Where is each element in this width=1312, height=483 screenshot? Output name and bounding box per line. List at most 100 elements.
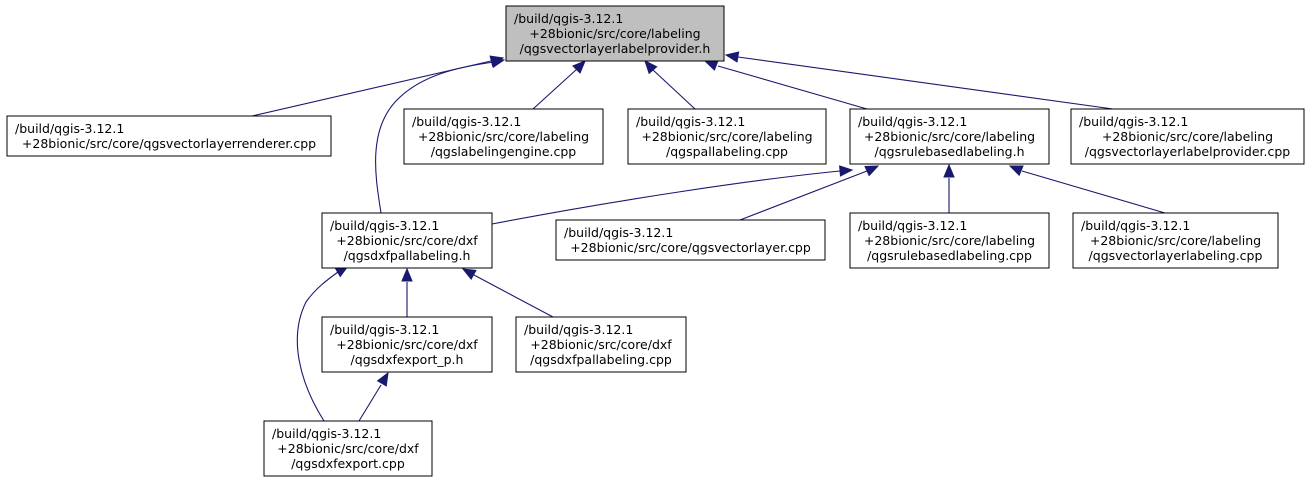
arrowhead (1008, 165, 1024, 177)
node-label-line: /qgsrulebasedlabeling.h (874, 144, 1024, 159)
edge-labelprovider_cpp-to-root (724, 51, 1114, 110)
edge-line (651, 68, 696, 110)
node-label-line: +28bionic/src/core/labeling (641, 129, 812, 144)
nodes-layer: /build/qgis-3.12.1+28bionic/src/core/lab… (6, 5, 1305, 477)
arrowhead (839, 165, 854, 177)
node-label-line: +28bionic/src/core/labeling (864, 129, 1035, 144)
node-label-line: /build/qgis-3.12.1 (858, 114, 967, 129)
arrowhead (724, 51, 740, 63)
arrowhead (864, 165, 880, 177)
node-label-line: /build/qgis-3.12.1 (15, 121, 124, 136)
node-dxfexport_p_h[interactable]: /build/qgis-3.12.1+28bionic/src/core/dxf… (321, 316, 493, 373)
node-label-line: /build/qgis-3.12.1 (564, 225, 673, 240)
node-label-line: /qgsvectorlayerlabelprovider.cpp (1085, 144, 1291, 159)
edge-rulebased_h-to-root (703, 60, 868, 110)
node-label-line: /qgsdxfexport_p.h (351, 352, 464, 367)
node-box (505, 5, 725, 62)
edge-line (296, 271, 339, 422)
node-dxfpallabeling_cpp[interactable]: /build/qgis-3.12.1+28bionic/src/core/dxf… (515, 316, 687, 373)
node-label-line: /build/qgis-3.12.1 (1079, 114, 1188, 129)
edge-dxfpallabeling_cpp-to-dxfpallabeling_h (461, 268, 554, 318)
edge-renderer_cpp-to-root (251, 55, 505, 117)
edge-line (737, 56, 1114, 110)
node-label-line: +28bionic/src/core/qgsvectorlayer.cpp (570, 240, 811, 255)
node-label-line: /build/qgis-3.12.1 (1081, 218, 1190, 233)
node-label-line: +28bionic/src/core/dxf (336, 337, 478, 352)
node-label-line: /build/qgis-3.12.1 (330, 322, 439, 337)
arrowhead (703, 60, 719, 71)
edge-line (473, 274, 554, 318)
node-label-line: /qgsrulebasedlabeling.cpp (867, 248, 1032, 263)
edge-line (1021, 170, 1166, 214)
node-label-line: +28bionic/src/core/dxf (277, 441, 419, 456)
arrowhead (572, 60, 586, 74)
node-label-line: /qgsvectorlayerlabeling.cpp (1089, 248, 1263, 263)
arrowhead (644, 60, 658, 75)
node-box (515, 316, 687, 373)
edge-line (491, 170, 841, 225)
edge-line (532, 68, 578, 110)
edge-rulebased_cpp-to-rulebased_h (943, 163, 955, 213)
edge-labelingengine_cpp-to-root (532, 60, 586, 110)
edge-dxfexport_p_h-to-dxfpallabeling_h (401, 267, 413, 317)
node-rulebased_h[interactable]: /build/qgis-3.12.1+28bionic/src/core/lab… (849, 108, 1050, 165)
node-rulebased_cpp[interactable]: /build/qgis-3.12.1+28bionic/src/core/lab… (849, 212, 1050, 269)
node-renderer_cpp[interactable]: /build/qgis-3.12.1+28bionic/src/core/qgs… (6, 115, 332, 157)
node-box (849, 212, 1050, 269)
node-box (403, 108, 604, 165)
node-label-line: +28bionic/src/core/labeling (864, 233, 1035, 248)
arrowhead (490, 56, 506, 69)
node-label-line: /build/qgis-3.12.1 (636, 114, 745, 129)
node-dxfpallabeling_h[interactable]: /build/qgis-3.12.1+28bionic/src/core/dxf… (321, 212, 493, 269)
edge-line (739, 170, 868, 221)
node-label-line: +28bionic/src/core/labeling (1102, 129, 1273, 144)
node-box (263, 420, 433, 477)
node-box (849, 108, 1050, 165)
node-labelingengine_cpp[interactable]: /build/qgis-3.12.1+28bionic/src/core/lab… (403, 108, 604, 165)
node-label-line: /build/qgis-3.12.1 (272, 426, 381, 441)
node-label-line: /qgsvectorlayerlabelprovider.h (520, 41, 711, 56)
node-labelprovider_cpp[interactable]: /build/qgis-3.12.1+28bionic/src/core/lab… (1070, 108, 1305, 165)
node-label-line: /build/qgis-3.12.1 (330, 218, 439, 233)
node-box (627, 108, 827, 165)
node-label-line: +28bionic/src/core/labeling (418, 129, 589, 144)
node-label-line: /qgsdxfexport.cpp (291, 456, 405, 471)
edges-layer (251, 51, 1166, 422)
edge-vectorlayerlabeling_cpp-to-rulebased_h (1008, 165, 1166, 214)
node-label-line: +28bionic/src/core/labeling (1090, 233, 1261, 248)
node-vectorlayer_cpp[interactable]: /build/qgis-3.12.1+28bionic/src/core/qgs… (555, 219, 826, 261)
edge-line (358, 384, 382, 422)
node-label-line: /build/qgis-3.12.1 (514, 11, 623, 26)
node-box (6, 115, 332, 157)
edge-pallabeling_cpp-to-root (644, 60, 696, 110)
arrowhead (401, 267, 413, 282)
node-label-line: /qgspallabeling.cpp (666, 144, 788, 159)
node-label-line: /build/qgis-3.12.1 (412, 114, 521, 129)
node-label-line: /qgsdxfpallabeling.h (344, 248, 471, 263)
edge-dxfpallabeling_h-to-rulebased_h (491, 165, 854, 225)
node-label-line: +28bionic/src/core/dxf (530, 337, 672, 352)
node-label-line: /build/qgis-3.12.1 (858, 218, 967, 233)
node-box (321, 212, 493, 269)
node-label-line: +28bionic/src/core/dxf (336, 233, 478, 248)
node-root[interactable]: /build/qgis-3.12.1+28bionic/src/core/lab… (505, 5, 725, 62)
node-vectorlayerlabeling_cpp[interactable]: /build/qgis-3.12.1+28bionic/src/core/lab… (1072, 212, 1279, 269)
edge-dxfexport_cpp-to-dxfexport_p_h (358, 371, 389, 422)
node-label-line: /qgsdxfpallabeling.cpp (530, 352, 672, 367)
node-box (1070, 108, 1305, 165)
arrowhead (461, 268, 477, 281)
node-pallabeling_cpp[interactable]: /build/qgis-3.12.1+28bionic/src/core/lab… (627, 108, 827, 165)
node-box (1072, 212, 1279, 269)
arrowhead (943, 163, 955, 178)
node-label-line: +28bionic/src/core/labeling (529, 26, 700, 41)
node-label-line: /qgslabelingengine.cpp (431, 144, 577, 159)
edge-dxfpallabeling_h-to-root (375, 56, 506, 214)
arrowhead (376, 371, 389, 387)
edge-vectorlayer_cpp-to-rulebased_h (739, 165, 880, 221)
node-box (555, 219, 826, 261)
edge-line (375, 61, 495, 214)
node-dxfexport_cpp[interactable]: /build/qgis-3.12.1+28bionic/src/core/dxf… (263, 420, 433, 477)
node-label-line: +28bionic/src/core/qgsvectorlayerrendere… (22, 136, 316, 151)
edge-line (717, 65, 868, 110)
